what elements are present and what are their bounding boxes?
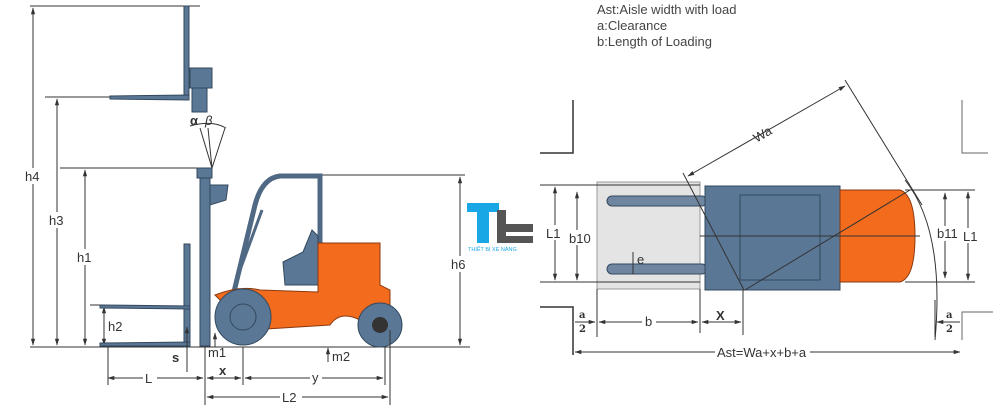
label-X: X <box>716 308 725 323</box>
label-L1-left: L1 <box>546 226 560 241</box>
label-e: e <box>637 252 644 267</box>
wall-top-left <box>540 100 574 154</box>
tilt-angle: α β <box>189 113 227 169</box>
fork-low <box>99 341 191 347</box>
mast <box>183 167 229 348</box>
wall-bottom-right <box>961 311 993 340</box>
label-L1-right: L1 <box>963 229 977 244</box>
front-wheel <box>214 288 272 346</box>
label-h6: h6 <box>451 257 465 272</box>
label-beta: β <box>204 113 213 128</box>
label-2-left: 2 <box>579 324 586 335</box>
label-a-left: a <box>579 310 586 321</box>
legend-ast: Ast:Aisle width with load <box>597 2 736 17</box>
label-h2: h2 <box>108 319 122 334</box>
label-b11: b11 <box>937 226 958 241</box>
label-m2: m2 <box>332 349 350 364</box>
label-b10: b10 <box>569 231 591 246</box>
label-L2: L2 <box>282 390 296 405</box>
overhead-guard <box>229 173 323 301</box>
label-x: x <box>219 363 227 378</box>
logo-text: THIẾT BỊ XE NÂNG <box>468 246 517 253</box>
label-y: y <box>312 370 319 385</box>
label-m1: m1 <box>208 345 226 360</box>
label-2-right: 2 <box>946 324 953 335</box>
label-h3: h3 <box>49 213 63 228</box>
Wa-dimension <box>687 85 846 177</box>
legend-a: a:Clearance <box>597 18 667 33</box>
fork-bottom <box>606 263 708 275</box>
label-Ast: Ast=Wa+x+b+a <box>717 345 807 360</box>
label-s: s <box>172 350 179 365</box>
wall-top-right <box>961 100 988 154</box>
wall-bottom-left <box>540 306 574 355</box>
label-L: L <box>145 371 152 386</box>
fork-mid <box>99 304 191 310</box>
label-alpha: α <box>190 113 198 128</box>
label-h4: h4 <box>25 169 39 184</box>
label-Wa: Wa <box>750 123 775 146</box>
label-h1: h1 <box>77 250 91 265</box>
label-b: b <box>645 314 652 329</box>
top-view: Ast:Aisle width with load a:Clearance b:… <box>540 2 993 360</box>
raised-fork <box>109 5 213 113</box>
brand-logo: THIẾT BỊ XE NÂNG <box>467 203 533 253</box>
legend-b: b:Length of Loading <box>597 34 712 49</box>
label-a-right: a <box>946 310 953 321</box>
side-view: h4 h3 h1 h2 h6 α β <box>24 5 470 405</box>
truck-frame <box>704 185 841 291</box>
fork-top <box>606 195 708 207</box>
